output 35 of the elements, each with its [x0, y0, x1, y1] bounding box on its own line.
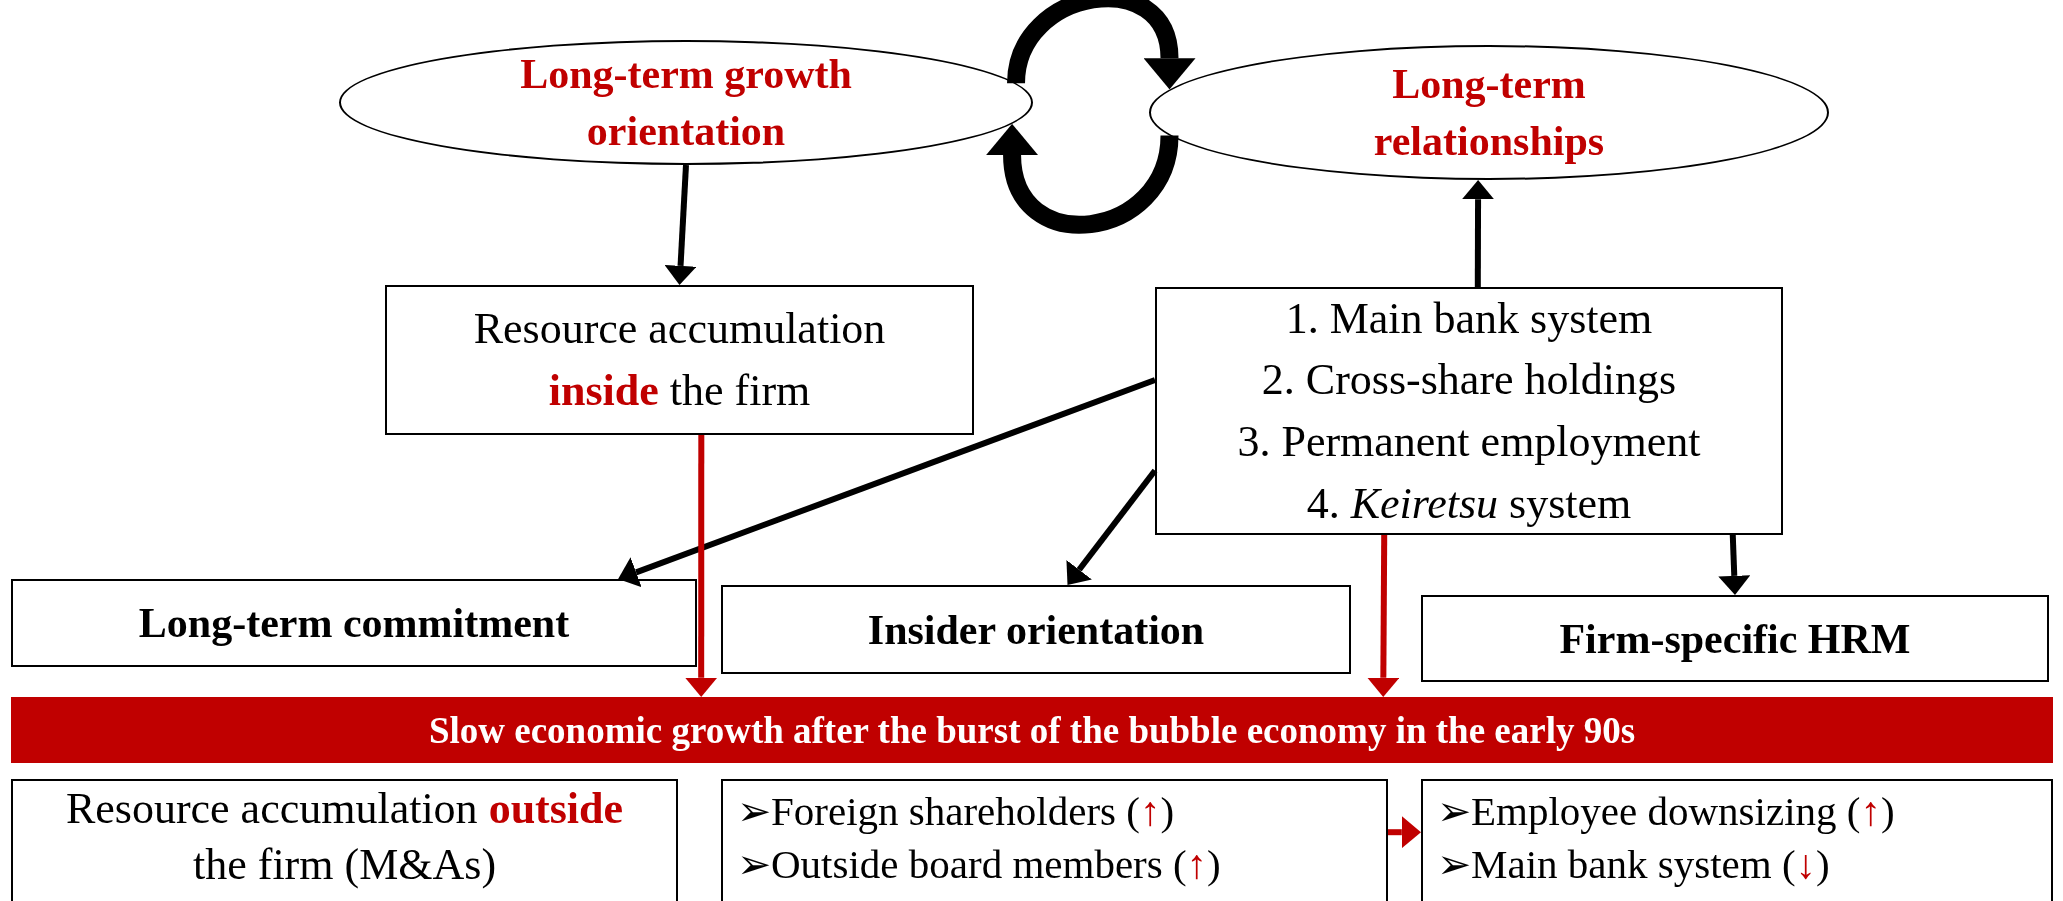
process-box [385, 285, 974, 435]
arrow [1066, 468, 1158, 585]
event-banner [11, 697, 2053, 763]
box-text: Insider orientation [867, 605, 1205, 654]
ellipse-label: Long-term growth orientation [519, 49, 853, 156]
change-box [721, 779, 1388, 901]
banner-text: Slow economic growth after the burst of the bubble economy in the early 90s [428, 708, 1636, 752]
arrow [1388, 816, 1421, 849]
box-text: Resource accumulation inside the firm [472, 303, 887, 417]
arrow [618, 377, 1157, 588]
change-box [11, 779, 678, 901]
outcome-box [721, 585, 1351, 674]
goal-ellipse [339, 40, 1033, 165]
box-text: Resource accumulation outside the firm (M&As) [64, 783, 625, 892]
arrow [685, 435, 718, 697]
arrow [1367, 534, 1400, 697]
box-text: ➢Foreign shareholders (↑) [737, 787, 1175, 836]
list-box [1155, 287, 1783, 535]
arrow [1718, 534, 1751, 595]
box-text: 1. Main bank system [1285, 292, 1653, 345]
change-box [1421, 779, 2053, 901]
arrow [664, 164, 697, 285]
box-text: ➢Employee downsizing (↑) [1437, 787, 1895, 836]
arrow [1462, 180, 1495, 287]
box-text: 4. Keiretsu system [1306, 477, 1632, 530]
box-text: 3. Permanent employment [1237, 416, 1701, 468]
outcome-box [1421, 595, 2049, 682]
box-text: 2. Cross-share holdings [1261, 354, 1677, 407]
box-text: ➢Outside board members (↑) [737, 840, 1221, 890]
outcome-box [11, 579, 697, 667]
ellipse-label: Long-term relationships [1372, 59, 1606, 166]
box-text: ➢Main bank system (↓) [1437, 840, 1830, 890]
goal-ellipse [1149, 45, 1829, 180]
box-text: Firm-specific HRM [1559, 614, 1911, 663]
box-text: Long-term commitment [138, 599, 570, 647]
